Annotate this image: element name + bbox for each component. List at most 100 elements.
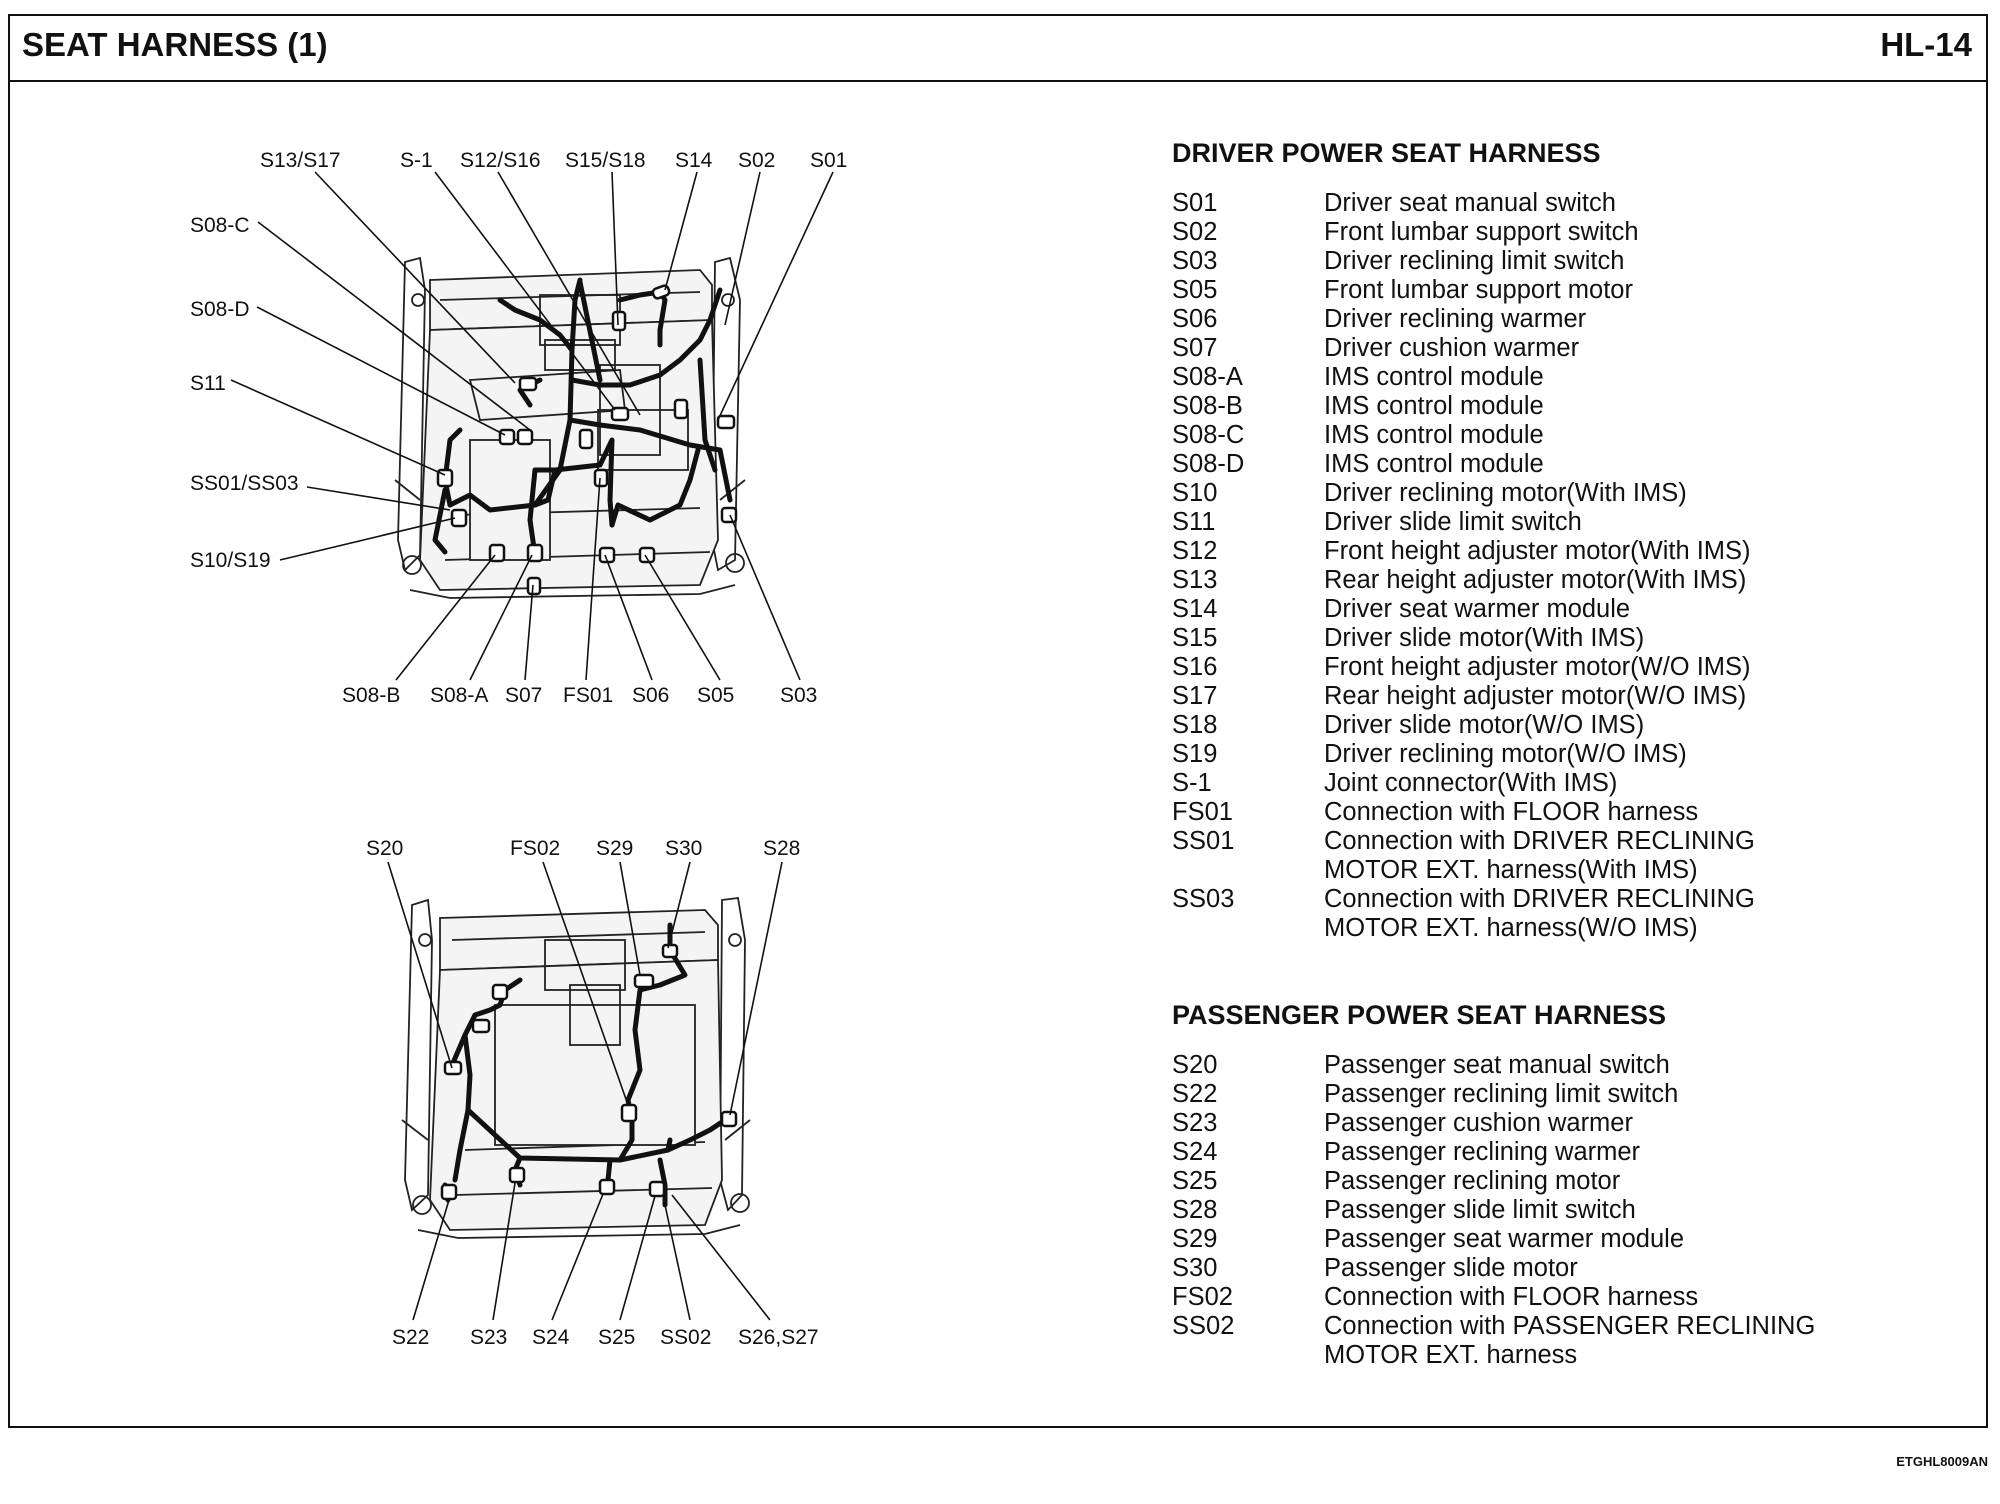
connector-code: S-1 [1172, 769, 1212, 797]
page-title: SEAT HARNESS (1) [22, 26, 328, 63]
label-s30: S30 [665, 837, 702, 860]
connector-code: S17 [1172, 682, 1218, 710]
connector-code: S24 [1172, 1138, 1218, 1166]
connector-description: Driver slide limit switch [1324, 508, 1582, 536]
connector-description: Connection with DRIVER RECLINING MOTOR E… [1324, 827, 1755, 884]
legend-row: S02 Front lumbar support switch [1172, 218, 1952, 247]
footer-code: ETGHL8009AN [1896, 1454, 1988, 1469]
connector-code: S30 [1172, 1254, 1218, 1282]
legend-row: FS02 Connection with FLOOR harness [1172, 1283, 1952, 1312]
connector-description: Passenger slide limit switch [1324, 1196, 1636, 1224]
legend-row: S17 Rear height adjuster motor(W/O IMS) [1172, 682, 1952, 711]
label-s10-s19: S10/S19 [190, 549, 271, 572]
connector-description: IMS control module [1324, 392, 1544, 420]
connector-description: Connection with DRIVER RECLINING MOTOR E… [1324, 885, 1755, 942]
passenger-seat-diagram: S20 FS02 S29 S30 S28 S22 S23 S24 S25 SS0… [366, 837, 819, 1349]
driver-seat-diagram: S13/S17 S-1 S12/S16 S15/S18 S14 S02 S01 … [190, 149, 847, 707]
legend-row: S08-D IMS control module [1172, 450, 1952, 479]
label-s24: S24 [532, 1326, 570, 1349]
connector-code: S08-D [1172, 450, 1245, 478]
connector-description: Rear height adjuster motor(W/O IMS) [1324, 682, 1747, 710]
label-s25: S25 [598, 1326, 635, 1349]
driver-seat-frame [394, 256, 746, 599]
connector-code: FS02 [1172, 1283, 1233, 1311]
legend-row: S24 Passenger reclining warmer [1172, 1138, 1952, 1167]
label-ss01-ss03: SS01/SS03 [190, 472, 299, 495]
connector-description: Passenger reclining warmer [1324, 1138, 1641, 1166]
connector-code: S14 [1172, 595, 1218, 623]
connector-description: Passenger reclining limit switch [1324, 1080, 1679, 1108]
connector-description: Front height adjuster motor(W/O IMS) [1324, 653, 1751, 681]
label-s29: S29 [596, 837, 633, 860]
label-s22: S22 [392, 1326, 429, 1349]
connector-description: Passenger slide motor [1324, 1254, 1578, 1282]
driver-leader-lines [230, 171, 834, 681]
label-s20: S20 [366, 837, 403, 860]
connector-description: Connection with PASSENGER RECLINING MOTO… [1324, 1312, 1816, 1369]
legend-row: S11 Driver slide limit switch [1172, 508, 1952, 537]
connector-description: Front lumbar support switch [1324, 218, 1639, 246]
connector-description: Passenger cushion warmer [1324, 1109, 1633, 1137]
connector-code: S23 [1172, 1109, 1218, 1137]
passenger-connectors [440, 943, 738, 1201]
connector-description: IMS control module [1324, 421, 1544, 449]
connector-description: Passenger reclining motor [1324, 1167, 1621, 1195]
legend-row: S13 Rear height adjuster motor(With IMS) [1172, 566, 1952, 595]
label-s12-s16: S12/S16 [460, 149, 541, 172]
connector-description: Driver seat warmer module [1324, 595, 1631, 623]
legend-row: S20 Passenger seat manual switch [1172, 1051, 1952, 1080]
label-s26-s27: S26,S27 [738, 1326, 819, 1349]
connector-description: Driver slide motor(W/O IMS) [1324, 711, 1645, 739]
label-s23: S23 [470, 1326, 507, 1349]
connector-code: S29 [1172, 1225, 1218, 1253]
connector-code: S08-A [1172, 363, 1243, 391]
connector-code: S06 [1172, 305, 1218, 333]
legend-row: S06 Driver reclining warmer [1172, 305, 1952, 334]
connector-description: IMS control module [1324, 450, 1544, 478]
connector-code: S11 [1172, 508, 1216, 536]
connector-description: Passenger seat manual switch [1324, 1051, 1670, 1079]
connector-code: S02 [1172, 218, 1218, 246]
connector-code: S13 [1172, 566, 1218, 594]
label-s08-c: S08-C [190, 214, 250, 237]
label-s28: S28 [763, 837, 800, 860]
connector-description: Driver reclining warmer [1324, 305, 1587, 333]
connector-code: S16 [1172, 653, 1218, 681]
connector-code: S01 [1172, 189, 1218, 217]
connector-code: S10 [1172, 479, 1218, 507]
connector-description: Connection with FLOOR harness [1324, 1283, 1699, 1311]
driver-legend-heading: DRIVER POWER SEAT HARNESS [1172, 138, 1601, 168]
label-s11: S11 [190, 372, 226, 395]
label-s01: S01 [810, 149, 847, 172]
label-fs02: FS02 [510, 837, 560, 860]
connector-description: Driver reclining limit switch [1324, 247, 1625, 275]
label-s03: S03 [780, 684, 817, 707]
connector-description: Rear height adjuster motor(With IMS) [1324, 566, 1747, 594]
label-s05: S05 [697, 684, 734, 707]
page-frame: SEAT HARNESS (1) HL-14 [8, 14, 1988, 1428]
label-s15-s18: S15/S18 [565, 149, 646, 172]
label-s14: S14 [675, 149, 713, 172]
label-s07: S07 [505, 684, 542, 707]
label-s08-a: S08-A [430, 684, 488, 707]
label-s13-s17: S13/S17 [260, 149, 341, 172]
connector-code: S20 [1172, 1051, 1218, 1079]
page-number: HL-14 [1880, 26, 1972, 63]
